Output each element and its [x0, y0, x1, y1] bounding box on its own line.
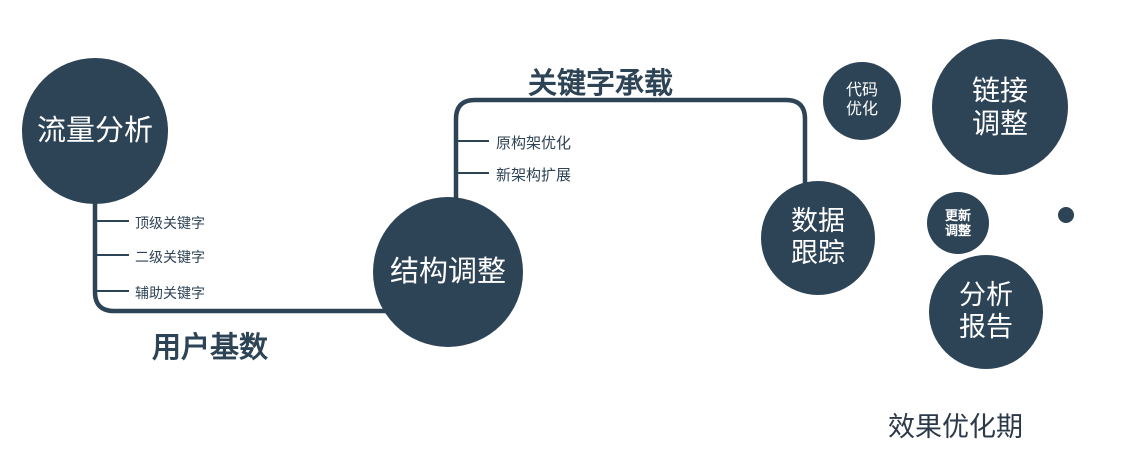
node-update-adjustment-line1: 更新 [944, 207, 971, 223]
branch-label-auxiliary-keywords: 辅助关键字 [135, 285, 205, 301]
connector-structure-to-tracking [453, 97, 808, 205]
edge-label-user-base: 用户基数 [152, 332, 269, 364]
branch-label-new-architecture-expansion: 新架构扩展 [496, 167, 572, 184]
node-data-tracking-line1: 数据 [791, 206, 845, 237]
bullet-dot [1058, 207, 1074, 223]
node-structure-adjustment: 结构调整 [373, 197, 523, 347]
caption-effect-optimization-period: 效果优化期 [888, 412, 1023, 442]
node-structure-adjustment-label: 结构调整 [389, 255, 506, 288]
connector-traffic-to-structure [92, 190, 392, 314]
edge-label-keyword-carrying: 关键字承载 [528, 68, 674, 100]
node-traffic-analysis-label: 流量分析 [36, 114, 153, 147]
node-data-tracking: 数据 跟踪 [761, 181, 875, 295]
branch-label-secondary-keywords: 二级关键字 [135, 249, 205, 265]
node-analysis-report-line2: 报告 [959, 312, 1013, 342]
node-code-optimization-line2: 优化 [845, 101, 878, 118]
branch-label-original-architecture-optimization: 原构架优化 [496, 135, 572, 152]
node-code-optimization-line1: 代码 [845, 82, 878, 100]
node-link-adjustment-line1: 链接 [971, 74, 1028, 106]
node-update-adjustment-line2: 调整 [944, 223, 971, 238]
node-link-adjustment-line2: 调整 [971, 108, 1028, 139]
node-analysis-report: 分析 报告 [929, 255, 1043, 369]
node-link-adjustment: 链接 调整 [932, 39, 1068, 175]
node-update-adjustment: 更新 调整 [927, 192, 989, 254]
node-analysis-report-line1: 分析 [959, 280, 1013, 311]
branch-label-top-keywords: 顶级关键字 [135, 215, 205, 231]
node-data-tracking-line2: 跟踪 [791, 238, 845, 268]
node-code-optimization: 代码 优化 [823, 62, 901, 140]
node-traffic-analysis: 流量分析 [22, 58, 168, 204]
